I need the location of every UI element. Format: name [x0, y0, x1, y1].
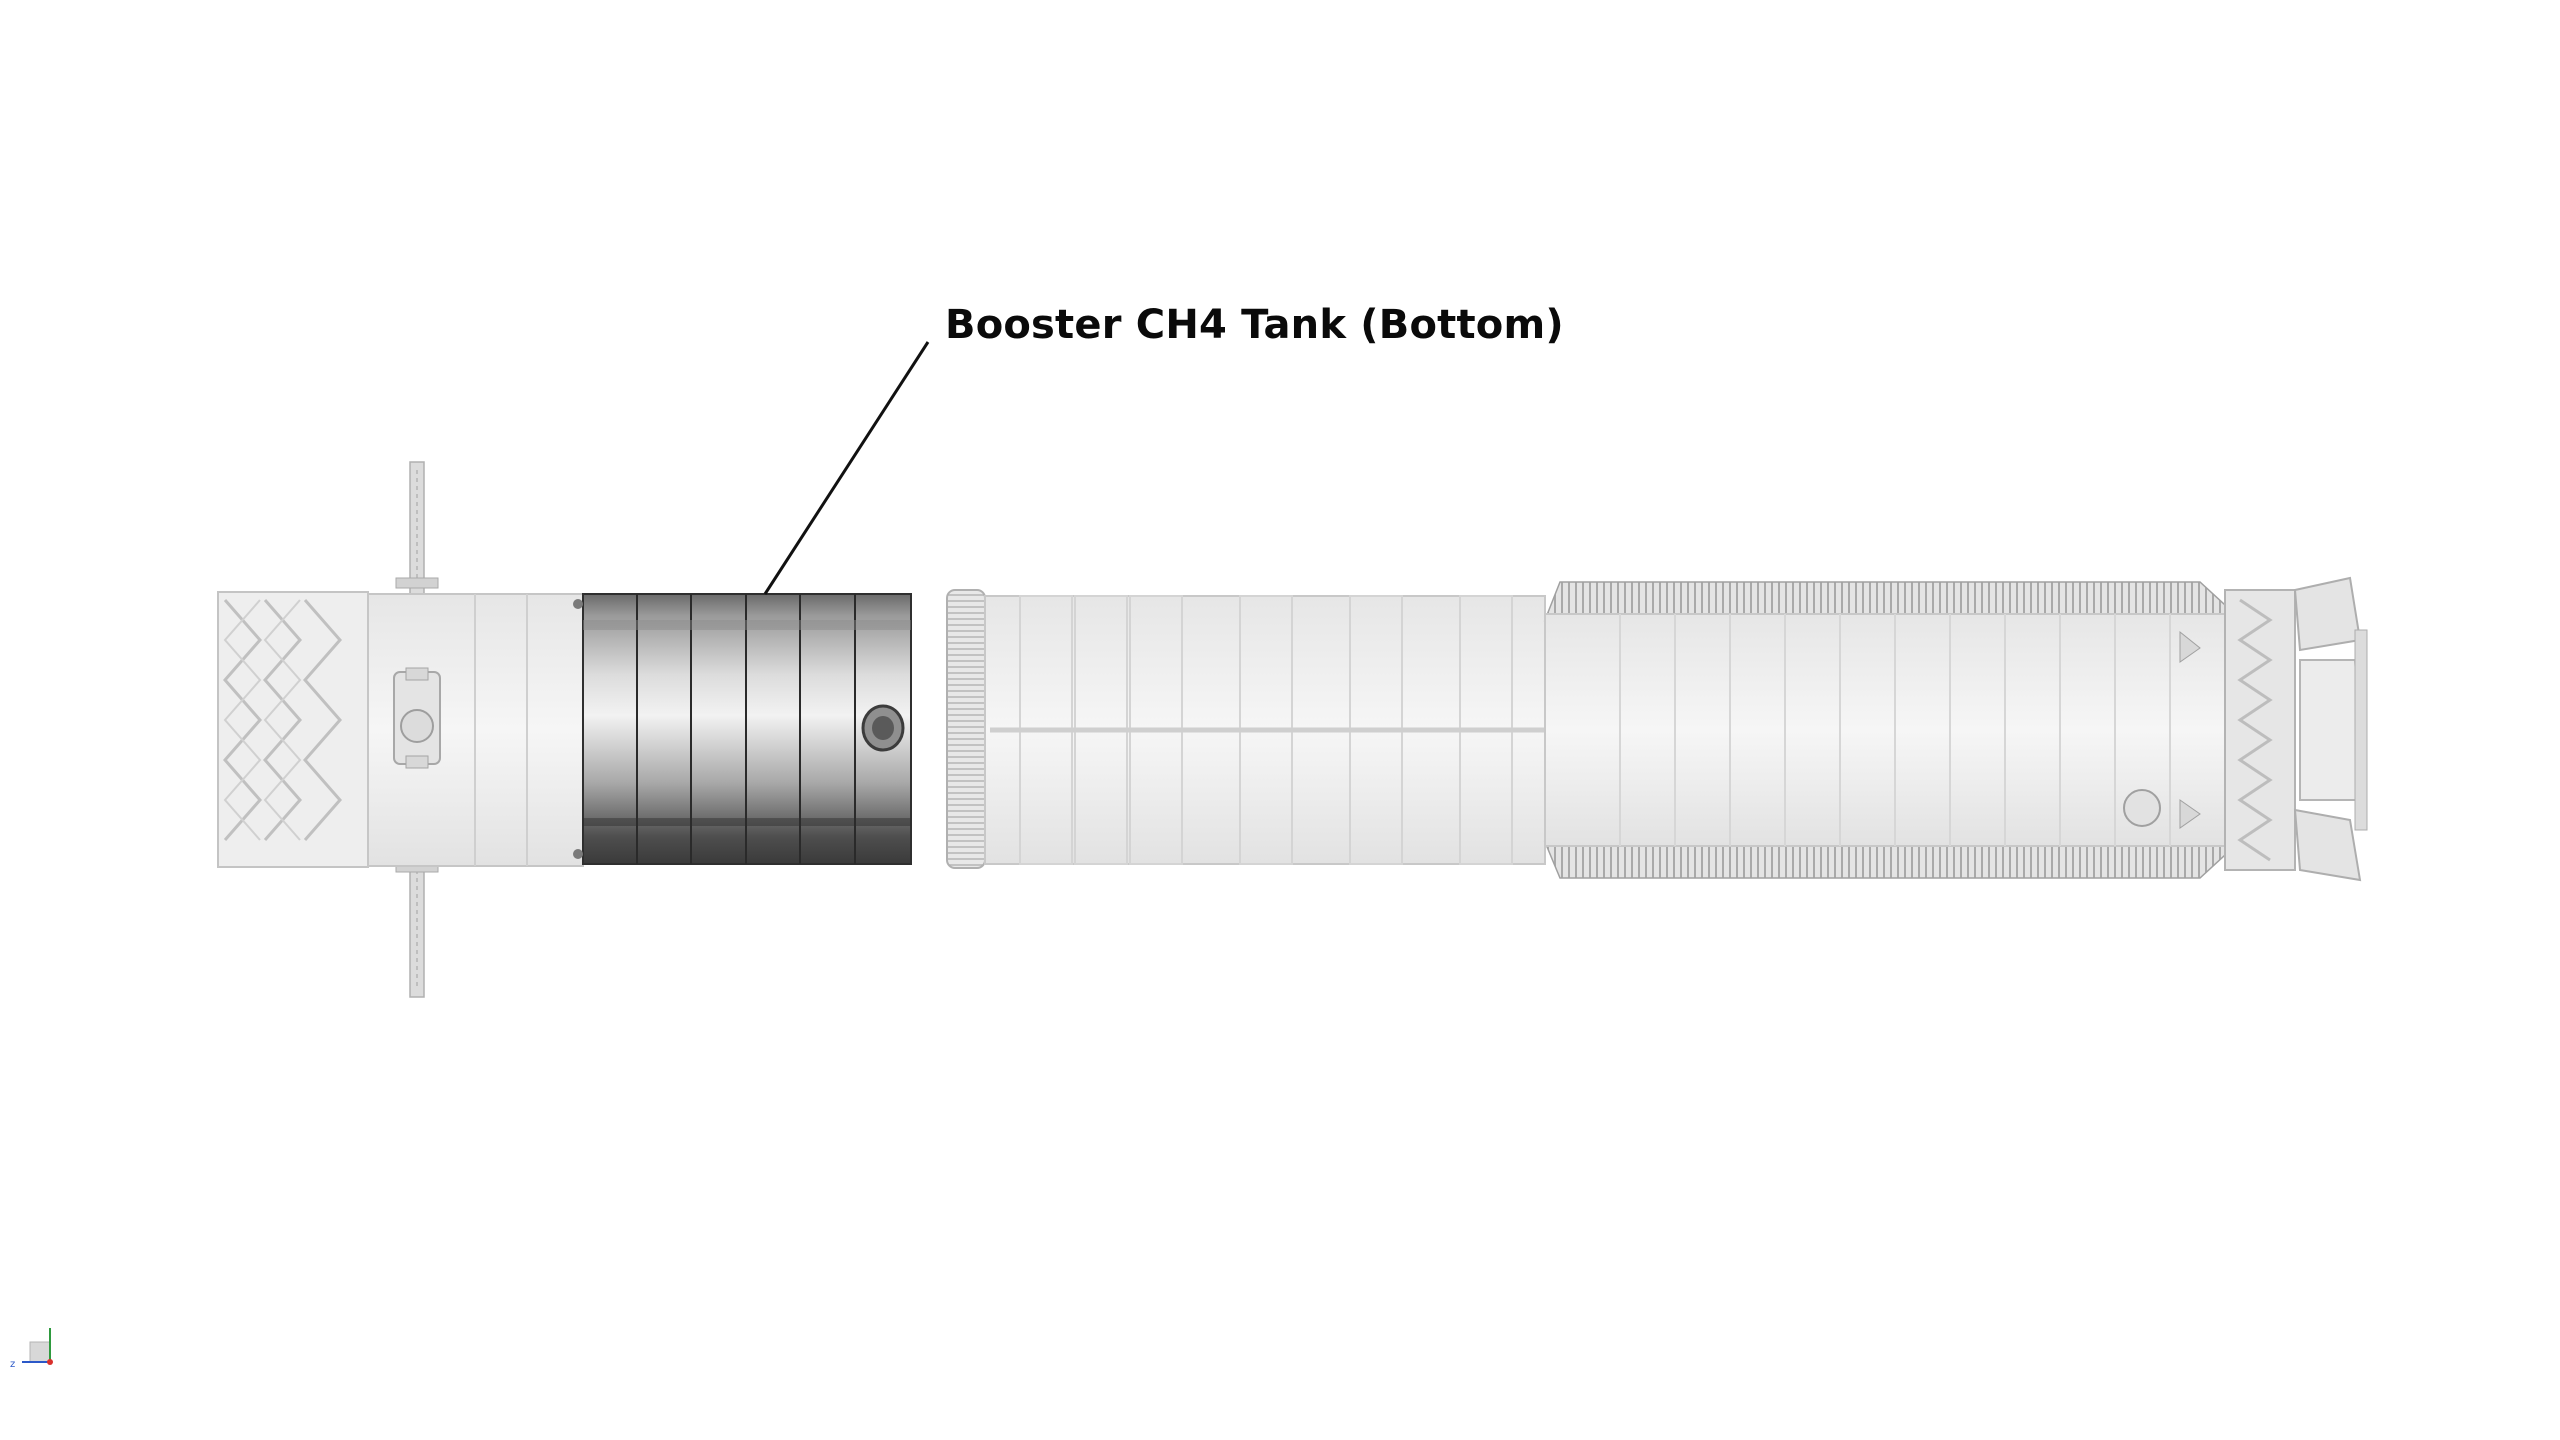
axis-triad[interactable]: z: [10, 1328, 53, 1370]
callout-label-booster-ch4-tank-bottom: Booster CH4 Tank (Bottom): [945, 302, 1564, 348]
aft-chine-bottom: [1543, 840, 2226, 879]
forward-dome-section: [367, 593, 584, 867]
engine-cluster: [2224, 576, 2368, 882]
booster-ch4-tank-bottom[interactable]: [573, 593, 912, 865]
grid-fin-top: [395, 461, 439, 598]
common-dome-ring: [946, 589, 986, 869]
hot-staging-ring: [217, 591, 369, 868]
axis-z-label: z: [10, 1359, 15, 1370]
lox-tank-section: [984, 595, 2230, 865]
grid-fin-bottom: [395, 861, 439, 998]
callout-leader-line: [763, 341, 930, 595]
aft-body-section: [1544, 613, 2226, 847]
